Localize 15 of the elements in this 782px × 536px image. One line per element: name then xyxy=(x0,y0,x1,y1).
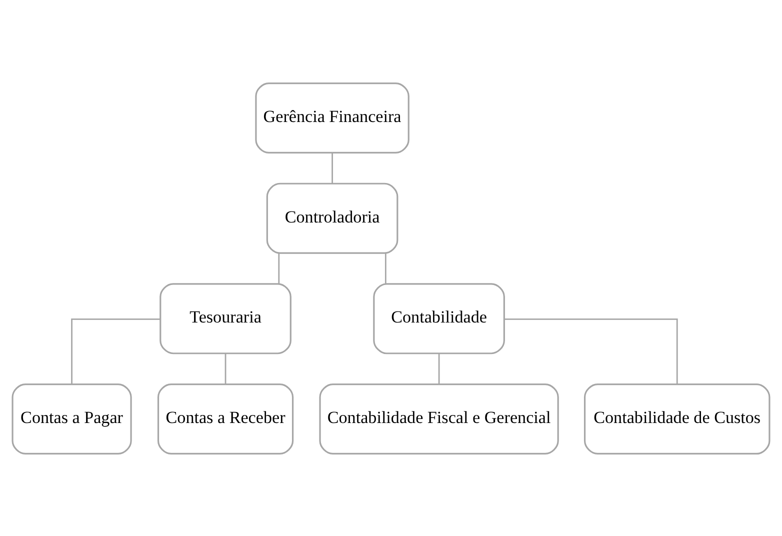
connector xyxy=(278,252,280,284)
node-box: Contas a Pagar xyxy=(12,383,132,454)
connector xyxy=(384,252,386,284)
node-box: Contabilidade xyxy=(373,282,505,354)
node-box: Controladoria xyxy=(266,182,398,254)
connector xyxy=(438,353,440,384)
connector xyxy=(71,318,160,384)
node-box: Gerência Financeira xyxy=(255,82,410,153)
node-box: Contas a Receber xyxy=(157,383,294,454)
node-box: Contabilidade Fiscal e Gerencial xyxy=(319,383,559,454)
connector xyxy=(332,152,333,184)
node-box: Contabilidade de Custos xyxy=(584,383,770,454)
connector xyxy=(224,353,226,384)
connector xyxy=(504,318,678,384)
node-box: Tesouraria xyxy=(160,282,292,354)
